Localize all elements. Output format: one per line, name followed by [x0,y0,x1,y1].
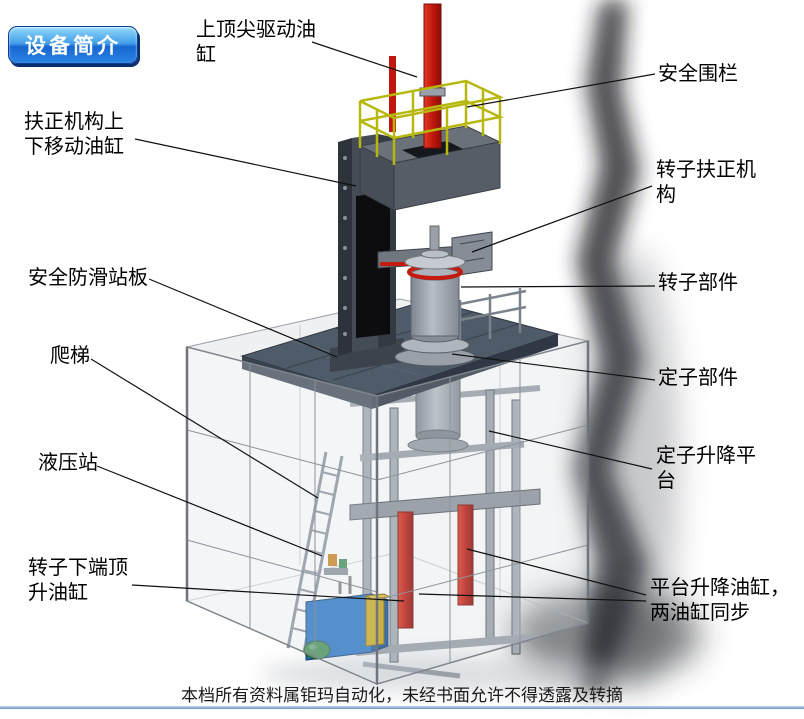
leader-hydraulic [96,465,323,557]
copyright-footer: 本档所有资料属钜玛自动化，未经书面允许不得透露及转摘 [181,686,623,705]
label-top-drive-cylinder: 上顶尖驱动油缸 [196,19,316,66]
top-drive-cylinder-graphic [389,3,446,149]
leader-jack-cylinder [131,584,405,602]
safety-cage-front [185,340,590,686]
leader-stator-part [451,353,656,381]
label-anti-slip-platform: 安全防滑站板 [28,267,148,289]
platform-lift-cylinder-graphics [397,504,474,629]
leader-anti-slip [148,278,338,358]
leader-safety-fence [466,73,656,108]
rotor-assembly-graphic [394,225,476,367]
leader-platform-cyl-1 [466,548,647,596]
label-rotor-centering-mechanism: 转子扶正机构 [656,159,756,206]
smoke-shadow [511,0,701,690]
valve-cluster [324,554,348,575]
label-rotor-part: 转子部件 [658,272,738,294]
footer-divider [0,706,804,709]
leader-lines [90,41,656,602]
leader-top-drive-cylinder [311,41,418,78]
leader-centering-move-cylinder [134,138,357,187]
label-safety-fence: 安全围栏 [658,63,738,85]
leader-rotor-part [460,285,656,288]
label-stator-lift-platform: 定子升降平台 [656,445,756,492]
label-centering-move-cylinder: 扶正机构上下移动油缸 [24,111,124,158]
leader-stator-platform [488,430,653,470]
title-badge: 设备简介 [8,26,138,64]
label-ladder: 爬梯 [50,345,90,367]
platform-railing [454,288,527,345]
leader-platform-cyl-2 [418,593,647,602]
leader-rotor-centering [471,185,653,253]
label-stator-part: 定子部件 [658,367,738,389]
safety-fence-graphic [358,79,504,165]
leader-ladder [90,358,319,499]
label-rotor-jack-cylinder: 转子下端顶升油缸 [28,557,128,604]
label-hydraulic-station: 液压站 [38,452,98,474]
label-platform-lift-cylinders: 平台升降油缸，两油缸同步 [650,577,790,624]
